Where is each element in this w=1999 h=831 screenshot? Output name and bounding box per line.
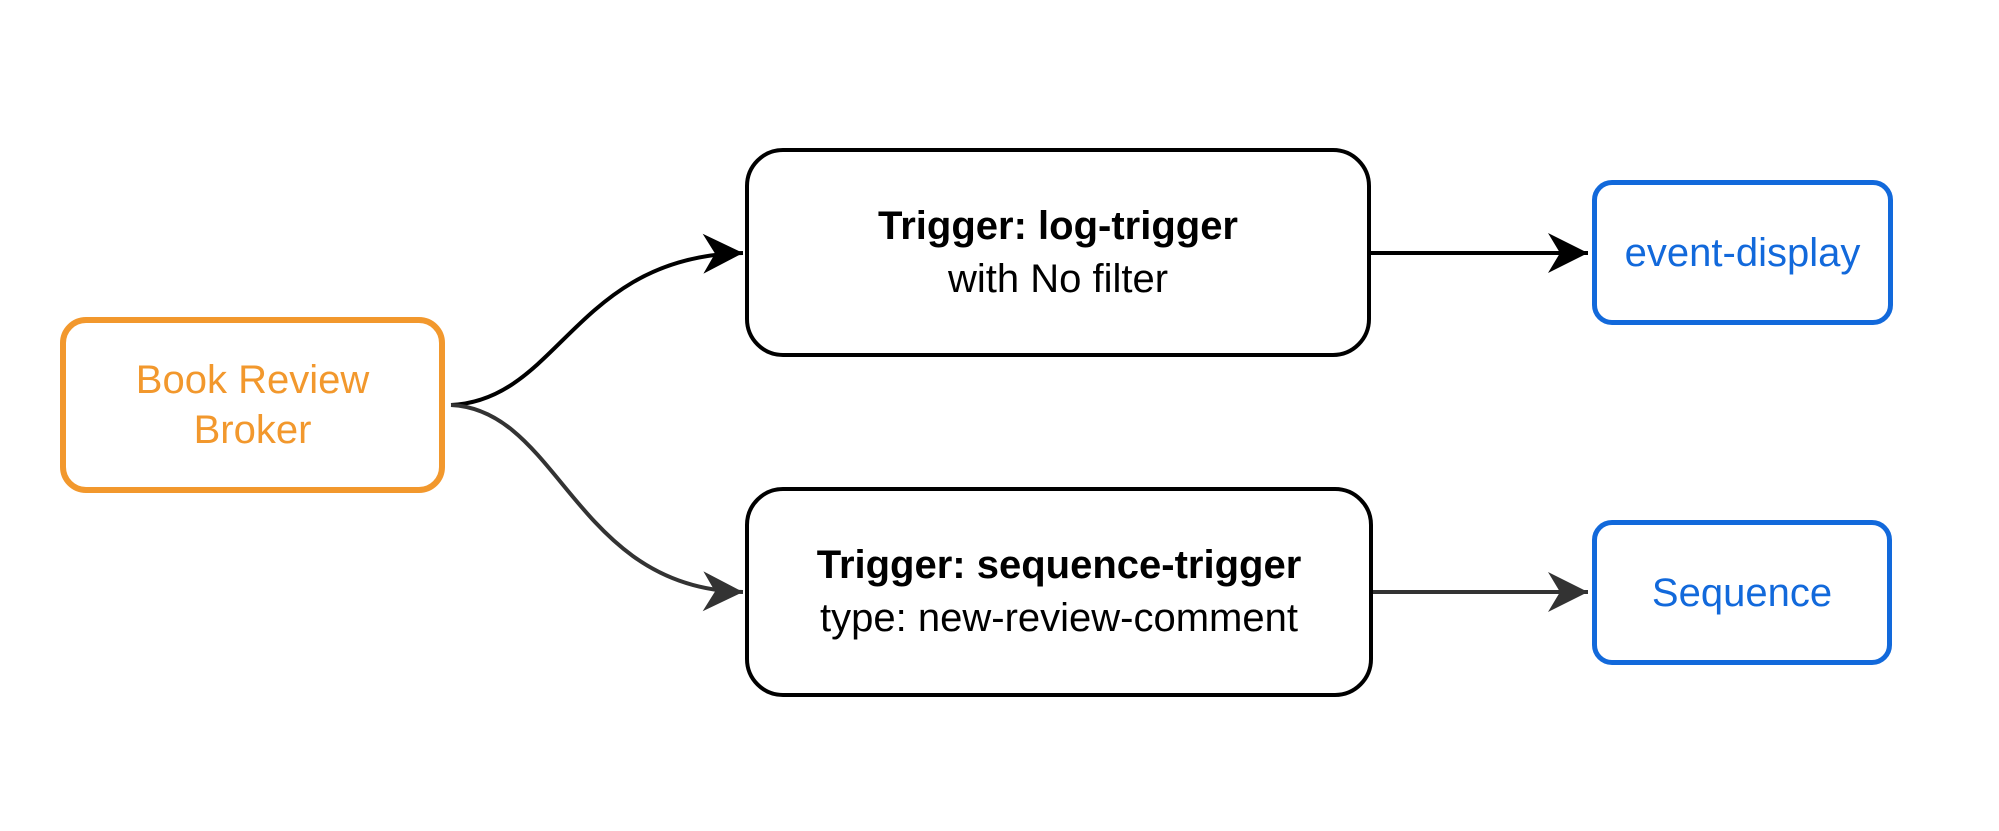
node-log-trigger: Trigger: log-trigger with No filter bbox=[745, 148, 1371, 357]
edge-broker-to-sequence-trigger bbox=[450, 403, 744, 612]
sequence-trigger-title: Trigger: sequence-trigger bbox=[816, 543, 1302, 587]
node-book-review-broker: Book Review Broker bbox=[60, 317, 445, 493]
node-sequence-trigger: Trigger: sequence-trigger type: new-revi… bbox=[745, 487, 1373, 697]
sequence-label: Sequence bbox=[1651, 570, 1833, 615]
log-trigger-title: Trigger: log-trigger bbox=[878, 203, 1238, 248]
sequence-trigger-subtitle: type: new-review-comment bbox=[820, 596, 1298, 640]
broker-label: Book Review Broker bbox=[135, 358, 370, 452]
log-trigger-subtitle: with No filter bbox=[947, 256, 1169, 301]
event-display-label: event-display bbox=[1624, 230, 1861, 275]
edge-broker-to-log-trigger bbox=[450, 233, 744, 407]
node-event-display: event-display bbox=[1592, 180, 1893, 325]
node-sequence: Sequence bbox=[1592, 520, 1892, 665]
